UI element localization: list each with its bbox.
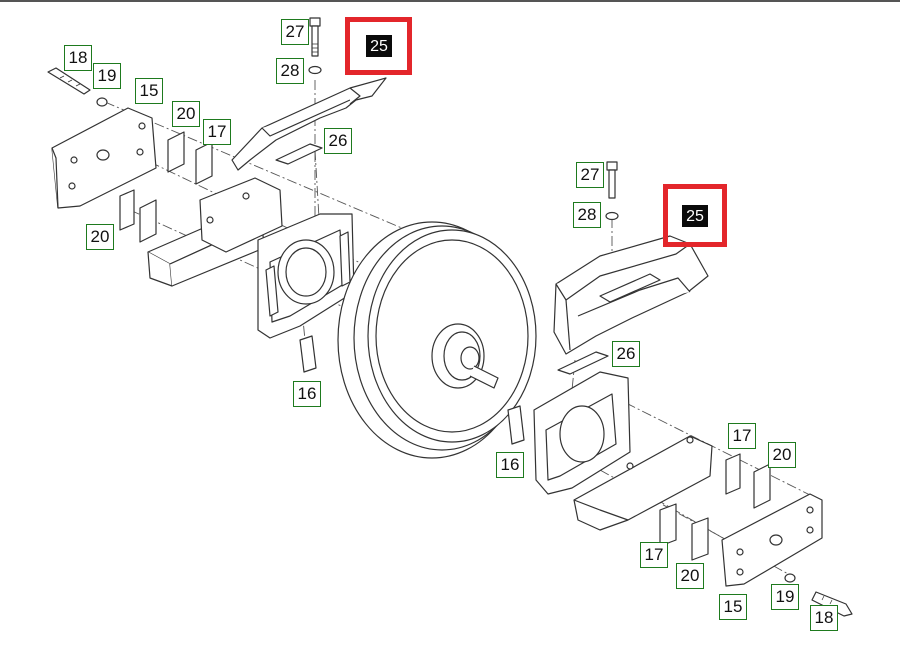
callout-16-left[interactable]: 16 xyxy=(293,381,321,407)
callout-17-right-top[interactable]: 17 xyxy=(728,423,756,449)
bolt-27-top xyxy=(309,17,321,57)
bolt-18-right xyxy=(811,591,853,617)
callout-17-right-bottom[interactable]: 17 xyxy=(640,542,668,568)
callout-15-right[interactable]: 15 xyxy=(719,594,747,620)
yoke-assembly-left xyxy=(147,177,355,339)
callout-25-top[interactable]: 25 xyxy=(364,33,394,59)
callout-20-left[interactable]: 20 xyxy=(86,224,114,250)
washer-28-top xyxy=(308,65,322,75)
callout-20-top[interactable]: 20 xyxy=(172,101,200,127)
washer-28-right xyxy=(605,211,619,221)
slider-16-left xyxy=(299,335,317,373)
slider-16-right xyxy=(507,405,525,445)
callout-28-top[interactable]: 28 xyxy=(276,58,304,84)
callout-19-right[interactable]: 19 xyxy=(771,584,799,610)
callout-26-top[interactable]: 26 xyxy=(324,128,352,154)
callout-20-right-bottom[interactable]: 20 xyxy=(676,563,704,589)
idler-wheel xyxy=(337,221,537,459)
bolt-27-right xyxy=(606,161,618,199)
callout-27-top[interactable]: 27 xyxy=(281,19,309,45)
callout-28-right[interactable]: 28 xyxy=(573,202,601,228)
callout-17-top[interactable]: 17 xyxy=(203,119,231,145)
plate-26-right xyxy=(557,351,609,375)
plate-15-top xyxy=(51,107,157,209)
shims-top xyxy=(119,131,213,243)
callout-18-top[interactable]: 18 xyxy=(64,45,92,71)
highlight-box-25-right xyxy=(663,184,727,247)
shims-right xyxy=(659,453,771,561)
yoke-assembly-right xyxy=(533,371,713,531)
plate-15-right xyxy=(721,493,823,587)
bolt-18-top xyxy=(47,67,91,95)
washer-19-right xyxy=(784,573,796,583)
callout-20-right-top[interactable]: 20 xyxy=(768,442,796,468)
callout-18-right[interactable]: 18 xyxy=(810,605,838,631)
callout-26-right[interactable]: 26 xyxy=(612,341,640,367)
track-guard-25-top xyxy=(231,77,387,171)
callout-25-right[interactable]: 25 xyxy=(680,203,710,229)
top-border xyxy=(0,0,900,2)
plate-26-top xyxy=(275,143,323,165)
callout-19-top[interactable]: 19 xyxy=(93,63,121,89)
washer-19-top xyxy=(96,97,108,107)
callout-15-top[interactable]: 15 xyxy=(135,78,163,104)
callout-27-right[interactable]: 27 xyxy=(576,162,604,188)
track-guard-25-right xyxy=(553,235,709,355)
callout-16-right[interactable]: 16 xyxy=(496,452,524,478)
highlight-box-25-top xyxy=(345,17,412,75)
